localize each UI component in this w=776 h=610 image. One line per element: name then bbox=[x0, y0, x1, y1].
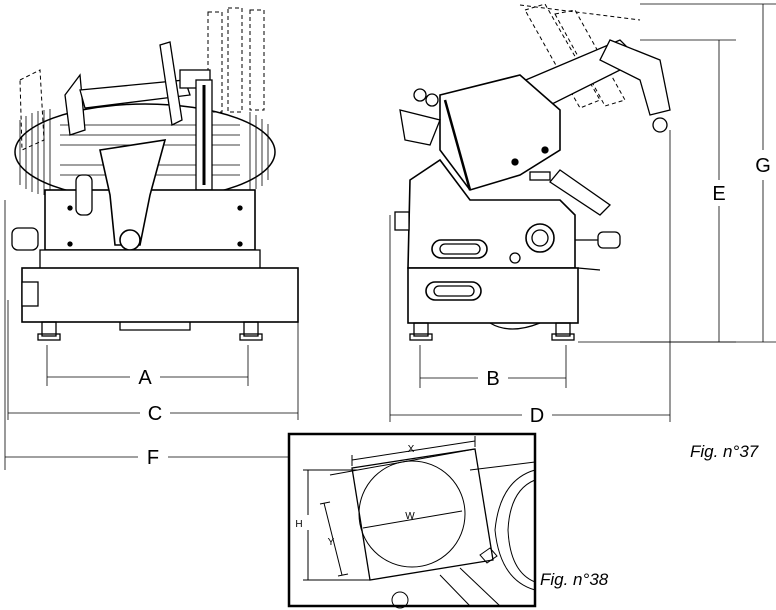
figure-caption-37: Fig. n°37 bbox=[690, 442, 758, 462]
inset-label-w: W bbox=[405, 511, 415, 522]
inset-figure-38: X W H Y bbox=[289, 434, 535, 608]
dim-label-a: A bbox=[138, 367, 152, 389]
side-view-machine bbox=[395, 4, 670, 340]
dim-label-b: B bbox=[486, 368, 499, 390]
dim-label-e: E bbox=[712, 183, 725, 205]
dim-label-d: D bbox=[530, 405, 544, 427]
front-view-machine bbox=[12, 8, 298, 340]
inset-label-x: X bbox=[408, 444, 415, 455]
dim-label-c: C bbox=[148, 403, 162, 425]
figure-caption-38: Fig. n°38 bbox=[540, 570, 608, 590]
inset-label-h: H bbox=[295, 519, 302, 530]
dim-label-f: F bbox=[147, 447, 159, 469]
dim-label-g: G bbox=[755, 155, 771, 177]
inset-label-y: Y bbox=[328, 537, 335, 548]
